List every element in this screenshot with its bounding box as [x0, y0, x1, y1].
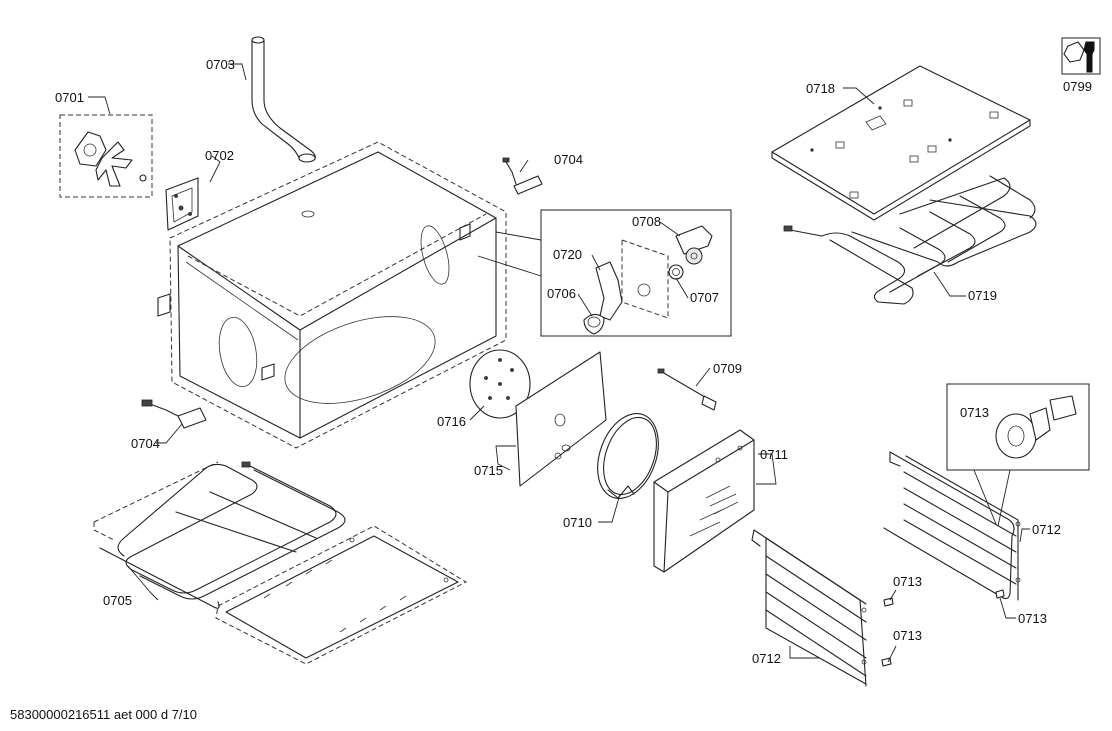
fan-assembly-0701	[59, 114, 153, 198]
label-0708: 0708	[632, 214, 661, 229]
top-plate-0718	[771, 65, 1031, 221]
label-0712-left: 0712	[752, 651, 781, 666]
detail-box-0713	[946, 383, 1090, 527]
label-0704-lower: 0704	[131, 436, 160, 451]
sensor-0704-upper	[502, 157, 543, 195]
label-0718: 0718	[806, 81, 835, 96]
probe-0709	[657, 368, 717, 411]
label-0712-right: 0712	[1032, 522, 1061, 537]
label-0720: 0720	[553, 247, 582, 262]
label-0703: 0703	[206, 57, 235, 72]
sensor-0704-lower	[141, 399, 207, 429]
label-0713-upper: 0713	[893, 574, 922, 589]
label-0701: 0701	[55, 90, 84, 105]
label-0711: 0711	[760, 447, 788, 462]
document-footer: 58300000216511 aet 000 d 7/10	[10, 707, 197, 722]
bracket-plate-0702	[165, 177, 199, 231]
label-0799: 0799	[1063, 79, 1092, 94]
label-0702: 0702	[205, 148, 234, 163]
wrench-icon	[1061, 37, 1101, 75]
label-0719: 0719	[968, 288, 997, 303]
part-labels: 0701 0703 0702 0704 0704 0705 0708 0720 …	[55, 57, 1092, 666]
label-0713-right: 0713	[1018, 611, 1047, 626]
left-rack-0712	[751, 529, 867, 687]
label-0716: 0716	[437, 414, 466, 429]
detail-box-lamp	[477, 209, 732, 337]
pipe-0703	[251, 36, 316, 163]
top-heater-0719	[783, 175, 1037, 305]
back-plate-0715	[515, 351, 607, 487]
label-0707: 0707	[690, 290, 719, 305]
label-0715: 0715	[474, 463, 503, 478]
label-0713-lower: 0713	[893, 628, 922, 643]
ring-heater-0710	[597, 413, 659, 499]
leader-lines	[88, 63, 1030, 663]
bottom-heater-0705	[93, 461, 468, 665]
label-0704-upper: 0704	[554, 152, 583, 167]
label-0709: 0709	[713, 361, 742, 376]
label-0713-detail: 0713	[960, 405, 989, 420]
label-0706: 0706	[547, 286, 576, 301]
fan-cover-0711	[653, 429, 755, 573]
oven-cavity	[157, 141, 507, 449]
round-plate-0716	[469, 349, 531, 419]
label-0710: 0710	[563, 515, 592, 530]
right-rack-0712	[883, 451, 1021, 601]
label-0705: 0705	[103, 593, 132, 608]
